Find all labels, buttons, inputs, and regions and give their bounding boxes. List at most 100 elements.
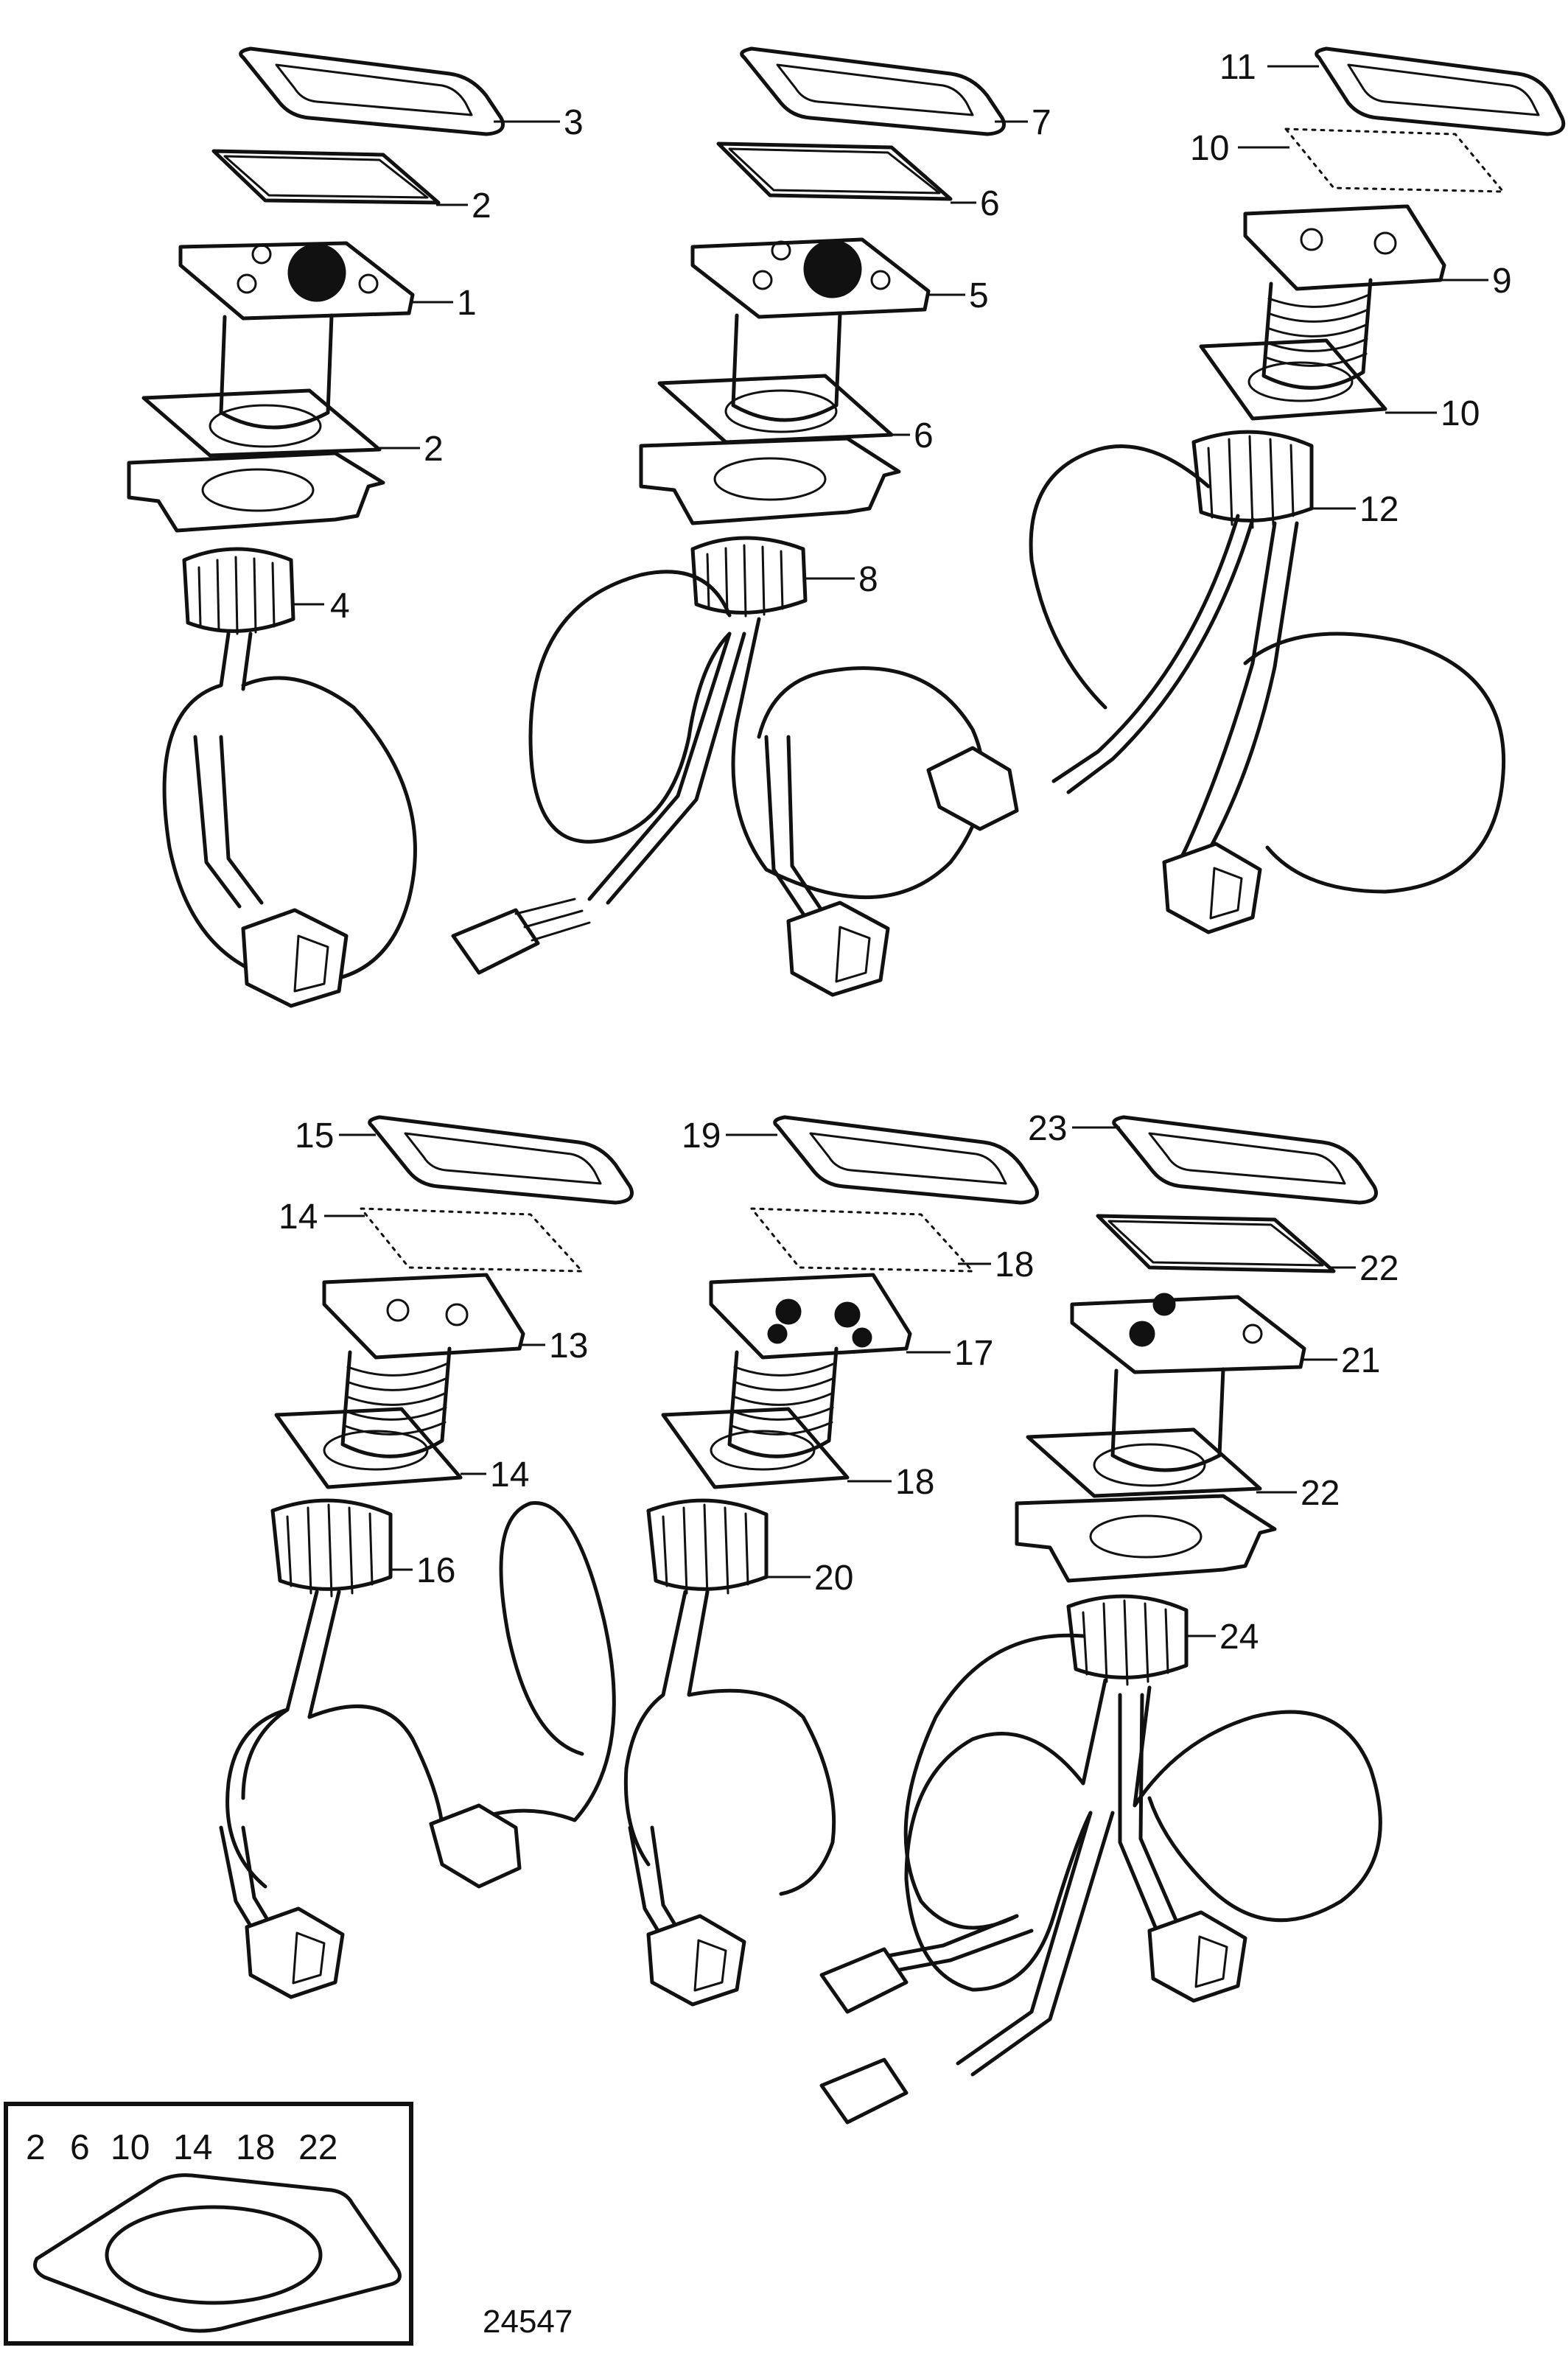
callout-16: 16 — [416, 1551, 455, 1590]
part-1-body — [219, 313, 334, 430]
part-6-gasket-top — [716, 141, 953, 201]
callout-2-lower: 2 — [424, 430, 444, 469]
cable-a-lead — [193, 735, 264, 909]
inset-border — [4, 2102, 413, 2346]
part-21-hole — [1242, 1324, 1263, 1344]
part-22-gasket-top-inner — [1107, 1220, 1324, 1267]
part-7-frame-inner — [776, 63, 974, 116]
part-2-gasket-top-inner — [223, 155, 429, 199]
cable-b-lead-right — [764, 735, 824, 916]
part-11-frame-inner — [1347, 63, 1540, 116]
callout-21: 21 — [1341, 1341, 1380, 1380]
callout-22-lower: 22 — [1301, 1474, 1340, 1513]
part-12-nut-ridges — [1207, 435, 1295, 529]
callout-4: 4 — [330, 587, 350, 626]
part-1-hole — [237, 273, 257, 294]
callout-24: 24 — [1219, 1618, 1259, 1657]
part-2-gasket-lower-hole — [209, 404, 322, 448]
part-17-hole — [767, 1324, 788, 1344]
part-1-hole — [251, 244, 272, 265]
assembly-a — [127, 46, 505, 1008]
connector-b-flat-wires — [514, 898, 591, 942]
callout-6-lower: 6 — [914, 416, 934, 455]
part-10-gasket-hole — [1247, 361, 1354, 402]
part-21-body — [1110, 1367, 1225, 1472]
assembly-d — [219, 1115, 634, 1999]
connector-d-inline — [429, 1803, 522, 1889]
part-14-gasket-hole — [323, 1430, 429, 1471]
callout-2-top: 2 — [472, 186, 491, 225]
callout-5: 5 — [969, 276, 989, 315]
part-22-gasket-lower — [1026, 1427, 1262, 1498]
connector-b-flat — [451, 908, 540, 975]
part-10-gasket — [1199, 338, 1387, 421]
panel-section-a — [127, 451, 385, 533]
callout-13: 13 — [549, 1326, 588, 1366]
cable-b-lead-left — [587, 632, 746, 905]
part-3-frame — [239, 46, 505, 136]
callout-8: 8 — [858, 560, 878, 599]
part-9-hole — [1300, 228, 1323, 251]
part-14-gasket — [274, 1407, 463, 1489]
part-14-seal-top — [360, 1207, 584, 1273]
connector-a-grid — [293, 934, 329, 993]
part-17-plate — [709, 1273, 912, 1360]
cable-f-lead-3 — [1118, 1693, 1181, 1933]
part-22-gasket-lower-hole — [1093, 1443, 1206, 1487]
leader-lines — [293, 65, 1488, 1637]
part-15-frame-inner — [404, 1132, 602, 1185]
cable-a — [162, 632, 417, 985]
callout-14-lower: 14 — [490, 1455, 529, 1494]
callout-6-top: 6 — [980, 184, 1000, 223]
assembly-c — [926, 46, 1566, 934]
part-21-hole — [1152, 1293, 1176, 1316]
inset-number-10: 10 — [111, 2128, 150, 2167]
part-13-plate — [322, 1273, 525, 1360]
callout-9: 9 — [1492, 262, 1512, 301]
callout-11: 11 — [1219, 48, 1256, 87]
connector-b-square-grid — [835, 926, 871, 983]
callout-labels: 3 2 1 2 4 7 6 5 6 8 11 10 9 10 12 15 14 … — [279, 48, 1512, 1657]
callout-18-top: 18 — [995, 1245, 1034, 1284]
connector-d-square-grid — [292, 1931, 326, 1985]
inset-number-2: 2 — [26, 2128, 46, 2167]
part-18-seal-top — [750, 1207, 974, 1273]
connector-e-square-grid — [693, 1939, 727, 1992]
callout-1: 1 — [457, 284, 477, 323]
cable-e-loop — [623, 1590, 836, 1896]
cable-c-loop-left — [1051, 514, 1255, 794]
part-2-gasket-top — [211, 149, 441, 205]
reference-number: 24547 — [483, 2304, 573, 2340]
inset-number-18: 18 — [236, 2128, 275, 2167]
inset-gasket-outline — [33, 2173, 402, 2333]
callout-17: 17 — [954, 1334, 993, 1373]
cable-f-loop-mid — [904, 1678, 1107, 1992]
panel-section-a-hole — [201, 468, 315, 512]
connector-c-square-grid — [1209, 867, 1243, 920]
callout-23: 23 — [1028, 1109, 1067, 1148]
cable-b-loop-left — [528, 570, 732, 844]
callout-10-lower: 10 — [1441, 394, 1480, 433]
panel-section-b — [639, 436, 901, 525]
part-4-nut-ridges — [197, 556, 276, 635]
callout-14-top: 14 — [279, 1198, 318, 1237]
part-16-nut — [270, 1498, 393, 1591]
part-5-hole — [752, 270, 773, 290]
inset-number-6: 6 — [70, 2128, 90, 2167]
inset-gasket-hole — [105, 2205, 323, 2305]
part-17-hole — [775, 1298, 802, 1325]
connector-a — [241, 908, 349, 1008]
cable-b-loop-right — [731, 617, 985, 900]
cable-f-lead-2 — [956, 1811, 1115, 2077]
assembly-e — [623, 1115, 1039, 2007]
part-5-hole — [771, 240, 791, 261]
part-8-nut-ridges — [706, 544, 784, 618]
callout-15: 15 — [295, 1116, 334, 1155]
part-23-frame-inner — [1148, 1132, 1346, 1185]
panel-section-b-hole — [713, 457, 827, 501]
part-15-frame — [368, 1115, 634, 1205]
cable-d-loop-main — [241, 1704, 446, 1859]
part-21-plate — [1070, 1295, 1306, 1374]
inset-number-14: 14 — [173, 2128, 212, 2167]
